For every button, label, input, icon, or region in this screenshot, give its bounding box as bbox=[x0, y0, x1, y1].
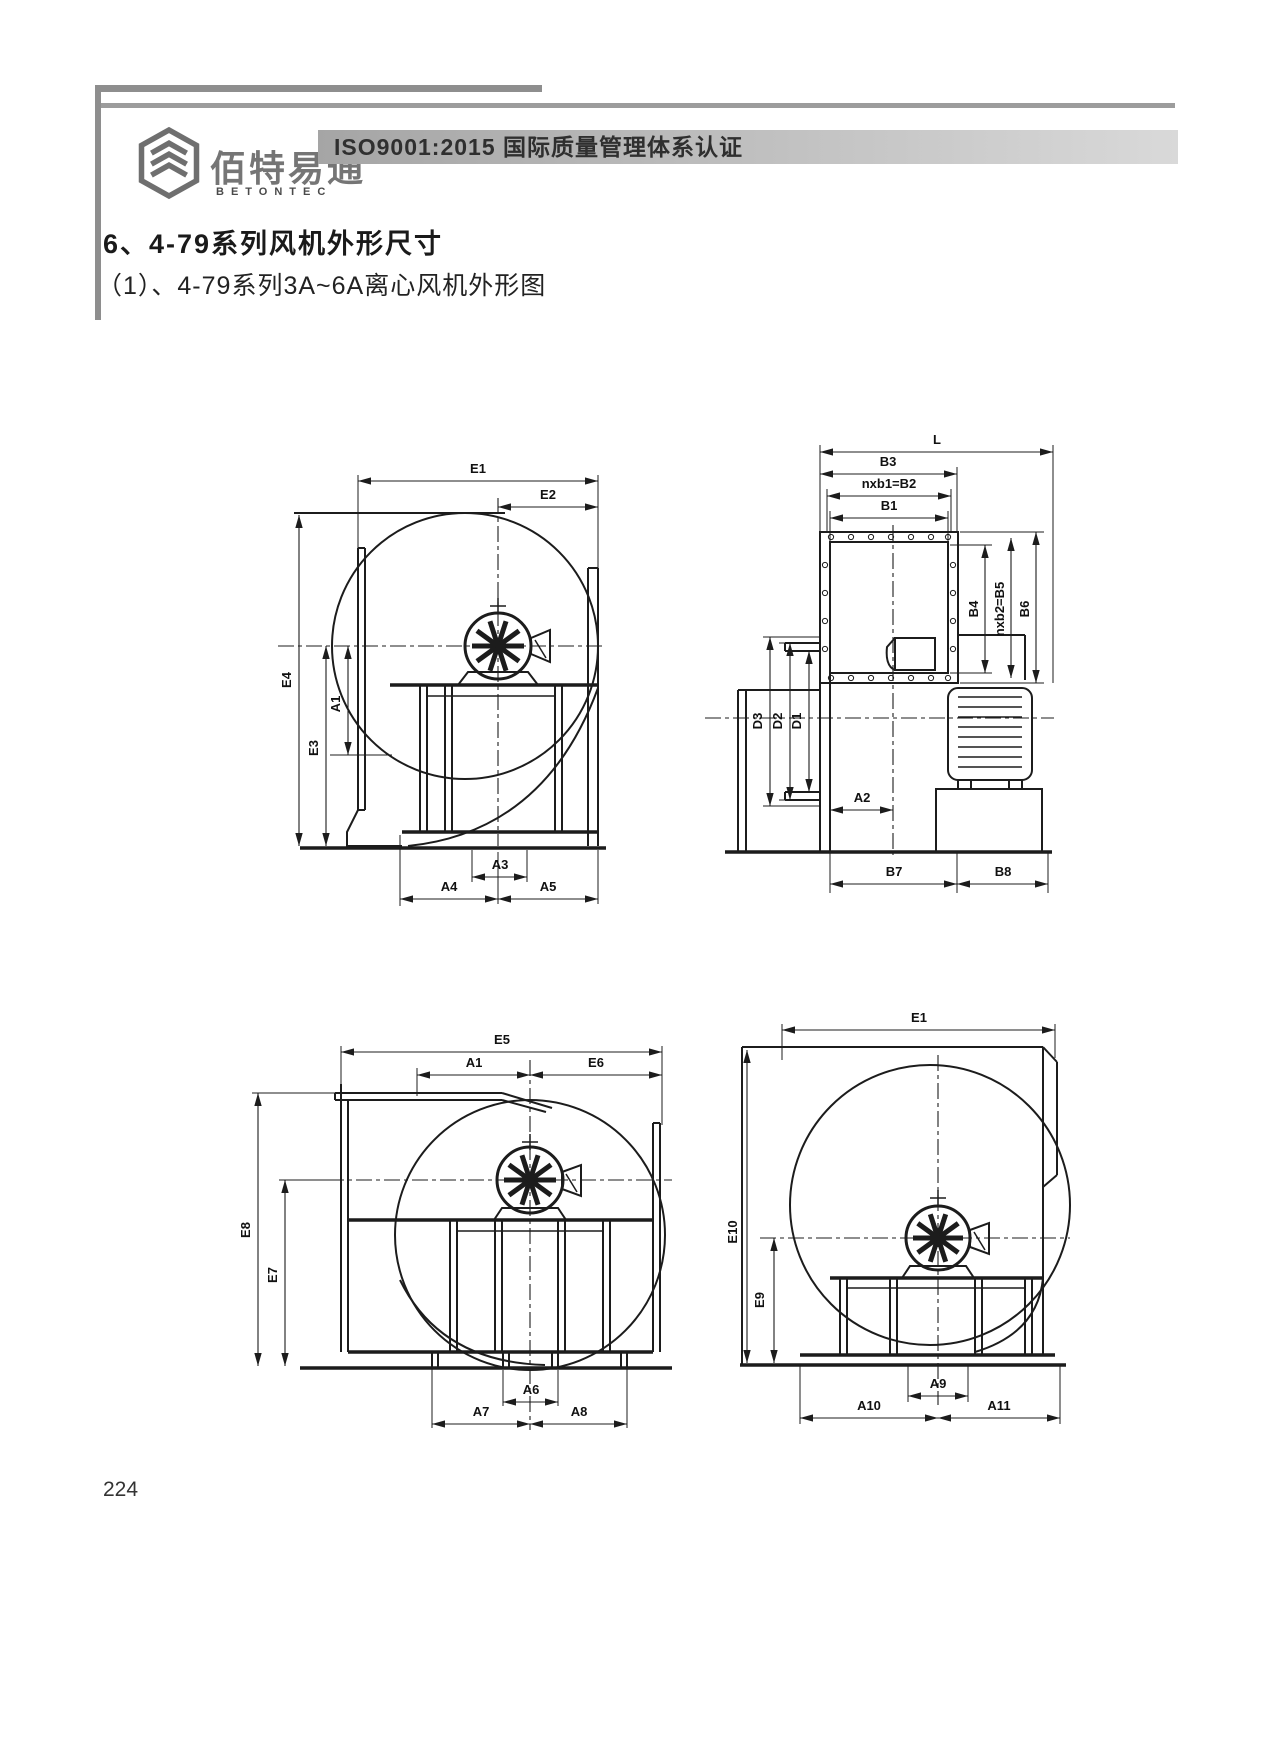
dim-label-d1: D1 bbox=[789, 713, 804, 730]
dimension-lines bbox=[743, 1026, 1060, 1422]
dim-label-a5: A5 bbox=[540, 879, 557, 894]
center-axes bbox=[705, 525, 1054, 855]
dim-label-e6: E6 bbox=[588, 1055, 604, 1070]
dim-label-b3: B3 bbox=[880, 454, 897, 469]
dim-label-e8: E8 bbox=[240, 1222, 253, 1238]
brand-name-en: BETONTEC bbox=[216, 186, 333, 198]
dim-label-e1: E1 bbox=[911, 1010, 927, 1025]
fan-outline bbox=[294, 512, 599, 847]
dim-label-e9: E9 bbox=[752, 1292, 767, 1308]
fan-drawing-casing-view: L B3 nxb1=B2 B1 B4 nxb2=B5 B6 D3 D2 D1 A… bbox=[705, 432, 1054, 893]
impeller-wheel bbox=[463, 611, 533, 681]
fan-drawing-side-view-1: E1 E2 E4 E3 A1 A3 A4 A5 bbox=[278, 461, 606, 906]
dim-label-a4: A4 bbox=[441, 879, 458, 894]
dim-label-a7: A7 bbox=[473, 1404, 490, 1419]
dim-label-a1: A1 bbox=[466, 1055, 483, 1070]
casing-outline bbox=[737, 531, 1043, 853]
dim-label-b2: nxb1=B2 bbox=[862, 476, 917, 491]
subsection-title: （1）、4-79系列3A~6A离心风机外形图 bbox=[97, 272, 547, 300]
dim-label-a9: A9 bbox=[930, 1376, 947, 1391]
dim-label-b6: B6 bbox=[1017, 601, 1032, 618]
dimension-lines bbox=[295, 477, 598, 903]
dim-label-e3: E3 bbox=[306, 740, 321, 756]
dim-label-e2: E2 bbox=[540, 487, 556, 502]
header-corner-vertical bbox=[95, 85, 101, 320]
dimension-lines bbox=[766, 448, 1053, 888]
dim-label-b7: B7 bbox=[886, 864, 903, 879]
center-axes bbox=[760, 1055, 1070, 1405]
center-axes bbox=[278, 498, 602, 846]
header-rule-line bbox=[95, 103, 1175, 108]
dim-label-d2: D2 bbox=[770, 713, 785, 730]
fan-outline bbox=[741, 1046, 1071, 1365]
page-number: 224 bbox=[103, 1478, 139, 1501]
base-frame bbox=[300, 1218, 672, 1370]
fan-outline bbox=[334, 1084, 666, 1371]
impeller-wheel bbox=[904, 1204, 972, 1272]
dim-label-b1: B1 bbox=[881, 498, 898, 513]
dim-label-b8: B8 bbox=[995, 864, 1012, 879]
dim-label-e4: E4 bbox=[279, 671, 294, 688]
flange-bolts bbox=[821, 533, 957, 682]
dim-label-e1: E1 bbox=[470, 461, 486, 476]
dim-label-e10: E10 bbox=[725, 1220, 740, 1243]
base-frame bbox=[740, 1276, 1066, 1367]
dim-label-a2: A2 bbox=[854, 790, 871, 805]
center-axes bbox=[328, 1060, 672, 1430]
dim-label-b5: nxb2=B5 bbox=[992, 582, 1007, 637]
motor-fins bbox=[958, 696, 1022, 768]
dim-label-a6: A6 bbox=[523, 1382, 540, 1397]
iso-certification-banner: ISO9001:2015 国际质量管理体系认证 bbox=[318, 130, 1178, 164]
dim-label-a11: A11 bbox=[987, 1398, 1010, 1413]
dim-label-a1: A1 bbox=[328, 696, 343, 713]
extension-lines bbox=[330, 475, 599, 906]
dim-label-d3: D3 bbox=[750, 713, 765, 730]
dimension-lines bbox=[254, 1048, 662, 1428]
base-frame bbox=[300, 683, 606, 850]
dim-label-l: L bbox=[933, 432, 941, 447]
dim-label-a10: A10 bbox=[857, 1398, 881, 1413]
header-corner-bar bbox=[95, 85, 542, 92]
dim-label-e5: E5 bbox=[494, 1032, 510, 1047]
dim-label-b4: B4 bbox=[966, 600, 981, 617]
impeller-wheel bbox=[495, 1145, 565, 1215]
fan-drawing-side-view-2: E5 A1 E6 E8 E7 A6 A7 A8 bbox=[240, 1032, 672, 1430]
section-title: 6、4-79系列风机外形尺寸 bbox=[103, 229, 444, 259]
dim-label-a8: A8 bbox=[571, 1404, 588, 1419]
fan-drawing-side-view-3: E1 E10 E9 A9 A10 A11 bbox=[725, 1010, 1071, 1424]
dim-label-a3: A3 bbox=[492, 857, 509, 872]
logo-icon bbox=[138, 126, 200, 200]
dim-label-e7: E7 bbox=[265, 1267, 280, 1283]
